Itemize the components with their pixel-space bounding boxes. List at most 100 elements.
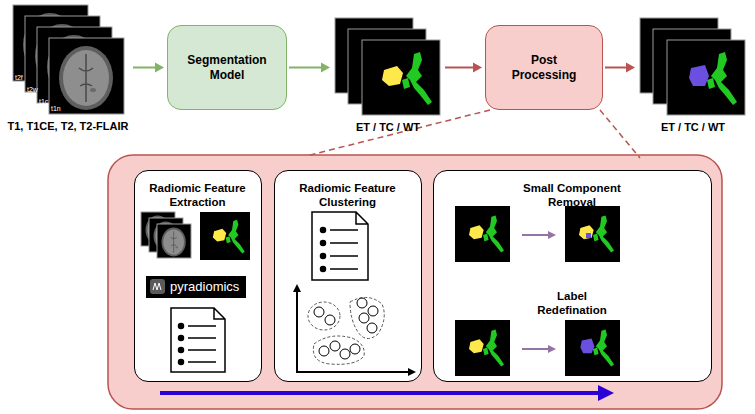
mri-stack xyxy=(59,46,113,110)
document-icon xyxy=(312,212,368,280)
removal-example xyxy=(522,234,550,236)
zoom-line xyxy=(600,110,640,158)
node-text: Radiomic Feature Extraction xyxy=(135,181,260,209)
removal-example xyxy=(586,233,591,238)
document-icon xyxy=(321,254,326,259)
scatter-axes xyxy=(293,284,301,292)
step-box: Radiomic Feature Clustering xyxy=(274,170,422,382)
feature-points xyxy=(367,323,377,333)
scatter-axes xyxy=(296,290,298,372)
removal-example xyxy=(548,231,556,239)
mini-mri-stack xyxy=(141,212,175,246)
pyradiomics-icon xyxy=(150,279,165,294)
segmentation-stack: ET / TC / WT xyxy=(333,16,443,135)
pyradiomics-icon xyxy=(150,279,165,294)
removal-example xyxy=(455,206,620,262)
document-icon xyxy=(330,268,358,270)
feature-points xyxy=(314,307,324,317)
node-text: pyradiomics xyxy=(170,279,239,295)
document-icon xyxy=(179,324,184,329)
redefinition-example xyxy=(469,329,504,366)
flow-arrow xyxy=(160,385,614,401)
input-image-stack: t2ft2wt1ct1nT1, T1CE, T2, T2-FLAIR xyxy=(5,3,131,135)
output-stack xyxy=(667,40,745,115)
node-text: T1, T1CE, T2, T2-FLAIR xyxy=(5,120,131,133)
feature-points xyxy=(350,344,360,354)
mini-mri-stack xyxy=(146,216,170,245)
feature-clusters xyxy=(308,297,384,364)
removal-example xyxy=(455,206,510,262)
connector-line xyxy=(289,67,321,69)
mini-segmentation xyxy=(200,212,250,260)
zoom-line xyxy=(306,110,490,156)
segmentation-stack xyxy=(362,40,440,115)
output-stack xyxy=(689,52,737,105)
document-icon xyxy=(188,349,216,351)
pyradiomics-icon xyxy=(153,283,161,290)
feature-clusters xyxy=(313,336,364,364)
feature-points xyxy=(357,298,367,308)
flow-arrow xyxy=(160,391,600,395)
arrow-head xyxy=(626,63,635,73)
library-logo: pyradiomics xyxy=(146,276,246,298)
document-icon xyxy=(330,229,358,231)
document-icon xyxy=(179,348,184,353)
arrow-head xyxy=(321,63,330,73)
mri-stack xyxy=(13,5,124,114)
node-text: Radiomic Feature Clustering xyxy=(275,181,420,209)
feature-points xyxy=(340,349,350,359)
feature-points xyxy=(368,306,378,316)
node-text: t2w xyxy=(27,86,38,94)
feature-points xyxy=(359,313,369,323)
document-icon xyxy=(188,361,216,363)
removal-example xyxy=(579,215,614,252)
redefinition-example xyxy=(455,320,510,376)
flow-connector xyxy=(445,63,482,73)
removal-example xyxy=(565,206,620,262)
mini-mri-stack xyxy=(141,212,191,258)
node-text: Label Redefination xyxy=(520,289,624,317)
mini-mri-stack xyxy=(149,218,183,252)
output-stack: ET / TC / WT xyxy=(638,16,748,135)
output-stack xyxy=(640,18,745,115)
redefinition-example xyxy=(548,345,556,353)
feature-clusters xyxy=(350,297,384,338)
document-icon xyxy=(179,336,184,341)
document-icon xyxy=(321,241,326,246)
node-text: t2f xyxy=(15,74,23,82)
mini-mri-stack xyxy=(157,224,191,258)
document-icon xyxy=(312,212,368,280)
segmentation-stack xyxy=(335,18,440,115)
redefinition-example xyxy=(455,320,620,376)
node-text: Small Component Removal xyxy=(510,181,634,209)
process-box: Segmentation Model xyxy=(167,25,287,110)
document-icon xyxy=(188,325,216,327)
feature-points xyxy=(319,346,329,356)
scatter-axes xyxy=(408,368,416,376)
flow-arrow xyxy=(598,385,614,401)
document-icon xyxy=(179,360,184,365)
feature-points xyxy=(325,315,335,325)
redefinition-example xyxy=(580,329,614,366)
process-box: Post Processing xyxy=(485,25,603,110)
step-box: Radiomic Feature Extraction pyradiomics xyxy=(134,170,262,382)
node-text: ET / TC / WT xyxy=(638,121,748,134)
document-icon xyxy=(330,242,358,244)
feature-points xyxy=(330,341,340,351)
connector-line xyxy=(133,67,155,69)
mri-stack xyxy=(49,38,124,114)
mini-mri-stack xyxy=(154,222,178,251)
document-icon xyxy=(321,228,326,233)
document-icon xyxy=(171,308,225,372)
scatter-axes xyxy=(296,371,410,373)
mini-segmentation xyxy=(200,212,250,260)
document-icon xyxy=(171,308,225,372)
connector-line xyxy=(605,67,626,69)
flow-connector xyxy=(133,63,164,73)
mini-mri-stack xyxy=(162,228,186,257)
arrow-head xyxy=(473,63,482,73)
segmentation-stack xyxy=(382,52,432,105)
node-text: Segmentation Model xyxy=(168,26,286,109)
